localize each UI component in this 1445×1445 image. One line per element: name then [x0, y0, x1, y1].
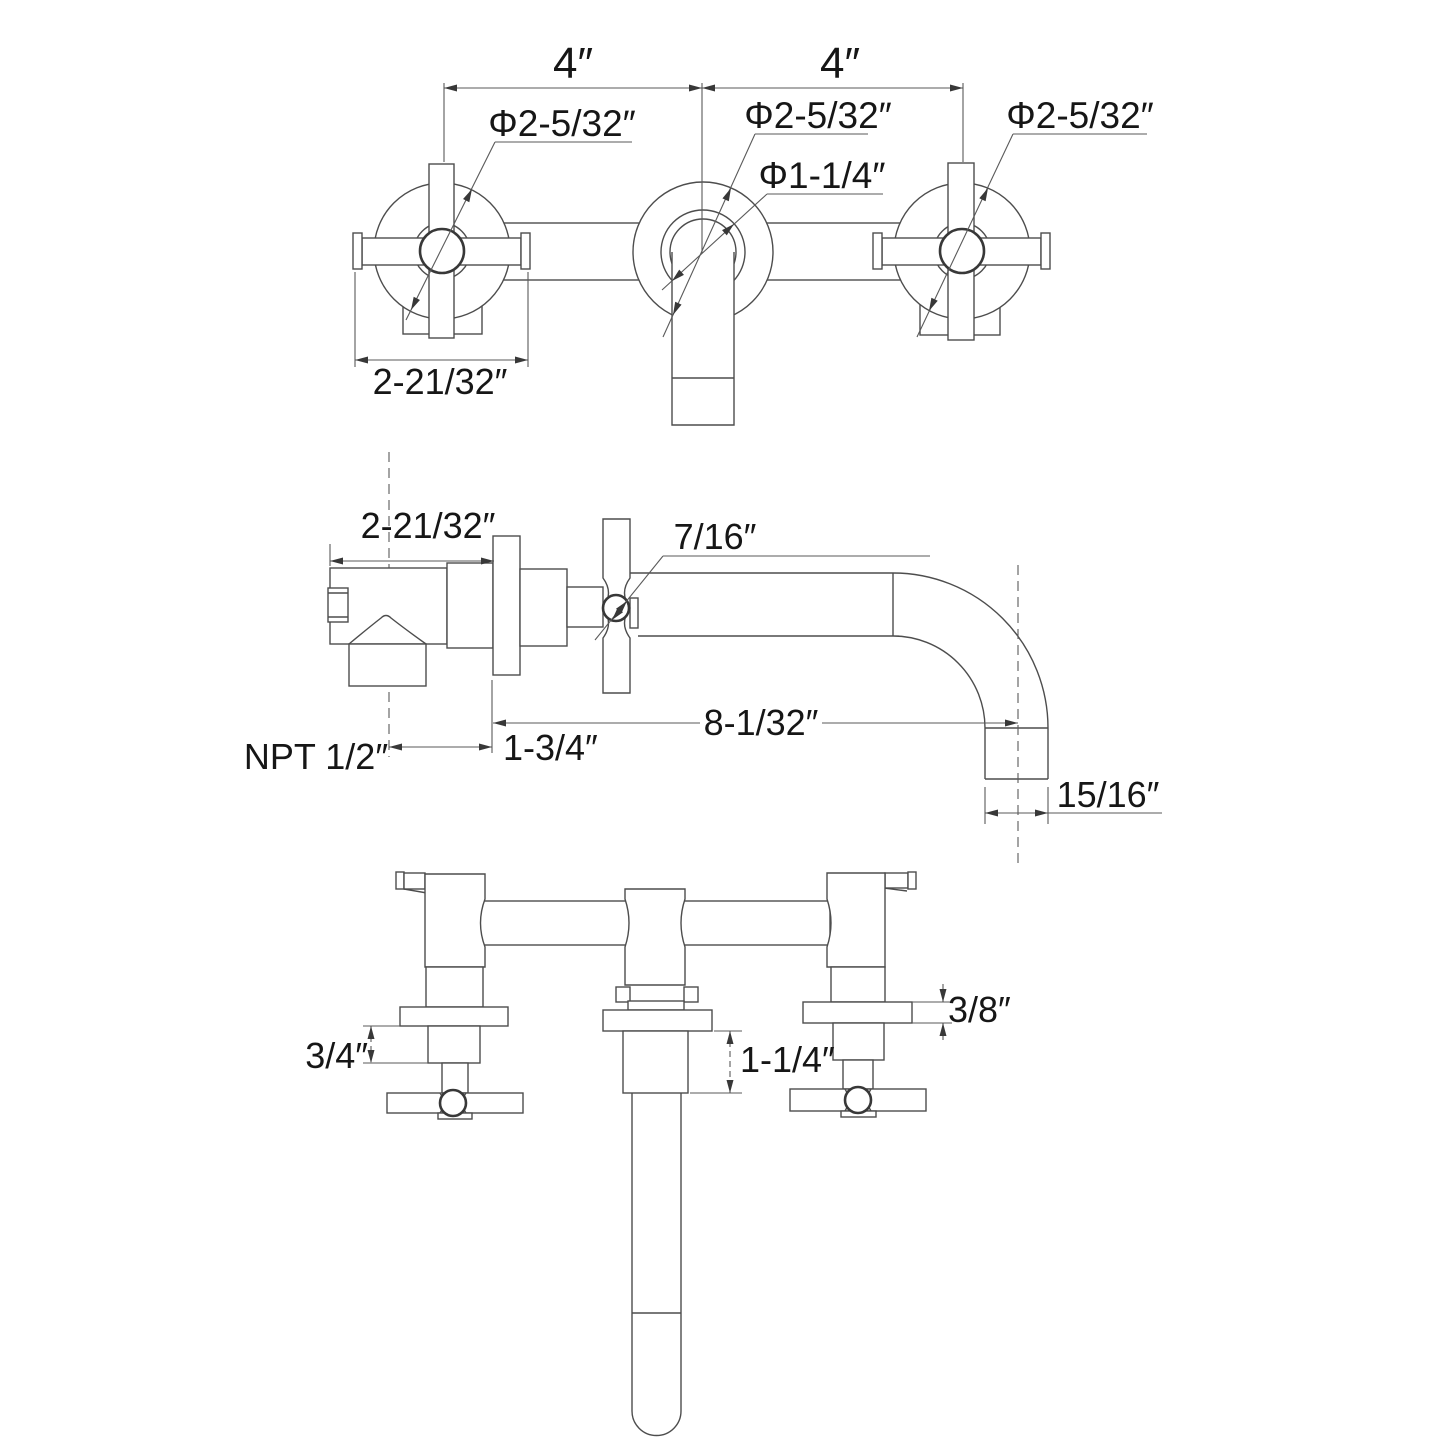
dim-center-flange: 1-1/4″ [690, 1030, 835, 1094]
inlet-nub [327, 587, 349, 623]
plan-left-handle [386, 871, 524, 1120]
front-view: 4″ 4″ 2-21/32″ Φ2-5/32″ Φ2-5/32″ [352, 39, 1154, 426]
label-spout-tube-text: Φ1-1/4″ [759, 155, 886, 196]
dim-spout-reach: 8-1/32″ [493, 702, 1018, 743]
right-handle-hub [938, 227, 986, 275]
dim-handle-flange: 3/4″ [305, 1025, 428, 1076]
label-center-escutcheon-text: Φ2-5/32″ [744, 95, 892, 136]
plan-center-unit [602, 888, 713, 1437]
valve-chamfer [348, 614, 427, 645]
dim-center-flange-text: 1-1/4″ [740, 1039, 835, 1080]
dim-escutcheon-thickness: 3/8″ [912, 984, 1011, 1040]
cartridge-housing [519, 568, 568, 647]
dim-escutcheon-thickness-text: 3/8″ [948, 989, 1011, 1030]
wall-plate-side [492, 535, 521, 676]
dim-right-spacing-text: 4″ [820, 39, 860, 88]
left-escutcheon-plan [399, 1006, 509, 1027]
leader-center-escutcheon: Φ2-5/32″ [662, 95, 892, 338]
plan-right-handle [789, 871, 927, 1118]
dim-handle-span-text: 2-21/32″ [373, 361, 508, 402]
spout-tube-front [671, 252, 735, 426]
leader-right-escutcheon: Φ2-5/32″ [916, 95, 1154, 338]
right-handle-body [826, 872, 886, 968]
dim-left-spacing-text: 4″ [553, 39, 593, 88]
leader-stem: 7/16″ [594, 516, 930, 641]
dim-outlet-inset: 15/16″ [984, 774, 1162, 824]
left-hub-plan [438, 1088, 468, 1118]
inlet-block [348, 643, 427, 687]
spout-side [630, 572, 1049, 780]
leader-spout-tube: Φ1-1/4″ [661, 155, 886, 291]
dim-plate-offset: 1-3/4″ [389, 680, 598, 768]
label-left-escutcheon-text: Φ2-5/32″ [488, 103, 636, 144]
dim-valve-width-text: 2-21/32″ [361, 505, 496, 546]
side-view: 2-21/32″ 7/16″ NPT 1/2″ 1-3/4″ 8-1/32″ [244, 452, 1162, 866]
right-hub-plan [843, 1085, 873, 1115]
dim-spout-reach-text: 8-1/32″ [704, 702, 819, 743]
dim-plate-offset-text: 1-3/4″ [503, 727, 598, 768]
dim-spacing: 4″ 4″ [443, 39, 964, 253]
handle-hub-side [601, 593, 631, 623]
dim-handle-flange-text: 3/4″ [305, 1035, 368, 1076]
valve-body-collar [446, 562, 494, 649]
left-handle-hub [418, 227, 466, 275]
dim-outlet-inset-text: 15/16″ [1057, 774, 1160, 815]
dim-stem-text: 7/16″ [674, 516, 757, 557]
label-right-escutcheon-text: Φ2-5/32″ [1006, 95, 1154, 136]
cartridge-step [566, 586, 604, 628]
supply-tube [631, 1093, 682, 1437]
stem-side [629, 597, 639, 629]
leader-left-escutcheon: Φ2-5/32″ [405, 103, 636, 321]
center-escutcheon-plan [602, 1009, 713, 1032]
dim-handle-span: 2-21/32″ [354, 272, 529, 402]
plan-view: 3/4″ 1-1/4″ 3/8″ [305, 871, 1011, 1437]
center-body-plan [624, 888, 686, 986]
left-handle-body [424, 873, 486, 968]
label-inlet-thread-text: NPT 1/2″ [244, 736, 388, 777]
tailpiece [622, 1030, 689, 1094]
dim-valve-width: 2-21/32″ [329, 505, 496, 566]
right-escutcheon-plan [802, 1001, 913, 1024]
